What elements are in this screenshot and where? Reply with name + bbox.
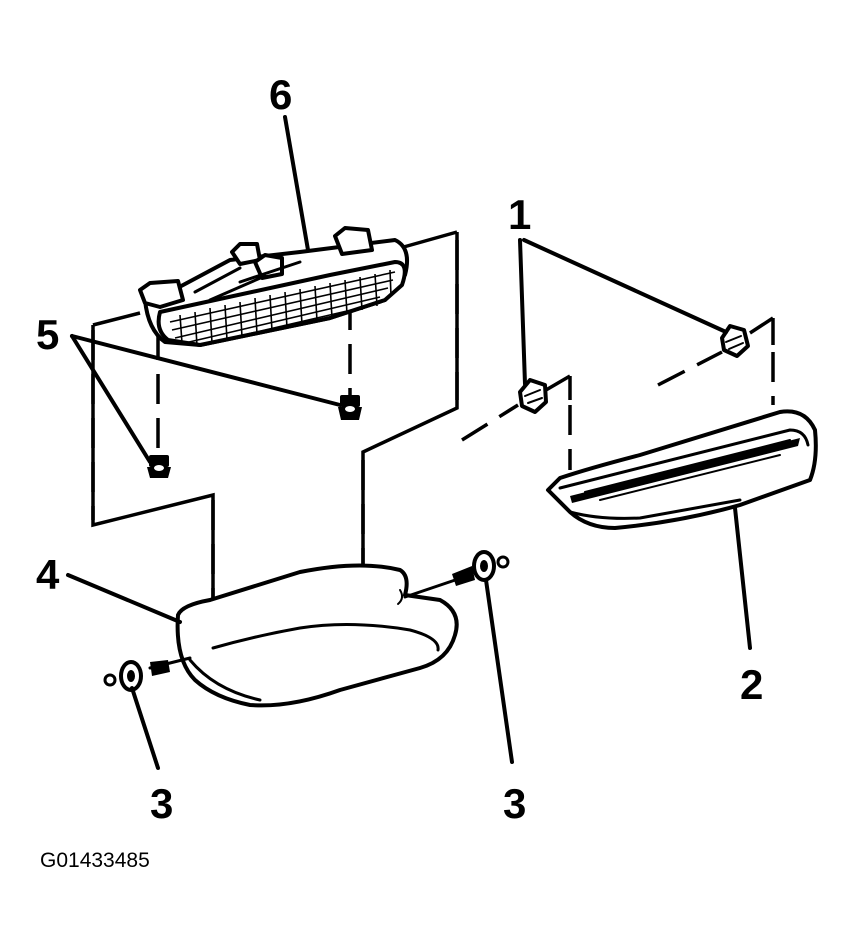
lamp-tab-left [138, 279, 185, 309]
align-line-clip-right [657, 350, 723, 387]
lamp-tab-center [230, 242, 262, 266]
nut-left [147, 455, 171, 478]
bracket-hole-mark [397, 589, 404, 605]
clip-left [518, 378, 548, 414]
trim-panel-slot [570, 438, 800, 503]
leader-lines [66, 115, 752, 770]
right-frame-left-join [545, 374, 571, 392]
figure-id: G01433485 [40, 849, 150, 872]
leader-4 [66, 573, 182, 624]
callout-4: 4 [36, 551, 60, 598]
trim-panel-edge [558, 428, 810, 490]
lower-bracket [175, 563, 459, 708]
left-alignment-frame [91, 230, 459, 650]
leader-5a [70, 334, 152, 464]
right-alignment-lines [461, 316, 775, 470]
align-line-clip-left [461, 403, 519, 442]
bracket-inner-rim [211, 622, 440, 652]
lamp-housing-ribs [193, 260, 302, 302]
leader-3a [130, 686, 160, 770]
leader-2 [733, 506, 752, 650]
leader-5b [70, 334, 342, 407]
callout-3-right: 3 [503, 780, 526, 827]
nut-right [338, 395, 362, 420]
bracket-body [175, 563, 459, 708]
screw-left [103, 656, 192, 692]
callout-5: 5 [36, 311, 59, 358]
frame-top-left-edge [92, 311, 141, 327]
upper-lamp-assembly [138, 226, 409, 347]
callout-2: 2 [740, 661, 763, 708]
callout-3-left: 3 [150, 780, 173, 827]
leader-3b [484, 578, 514, 764]
clip-right [720, 324, 750, 358]
callout-6: 6 [269, 71, 292, 118]
leader-1a [518, 238, 527, 386]
leader-1b [522, 238, 728, 334]
lens-trim-panel [546, 409, 818, 530]
lamp-tab-right [333, 226, 374, 256]
screw-right [403, 550, 510, 599]
callout-1: 1 [508, 191, 531, 238]
trim-panel-lines [584, 439, 791, 501]
right-frame-right-join [749, 316, 774, 335]
lamp-lens-grille [169, 269, 396, 347]
trim-panel-bottom [568, 498, 742, 520]
leader-6 [283, 115, 310, 252]
bracket-lip [188, 658, 262, 702]
